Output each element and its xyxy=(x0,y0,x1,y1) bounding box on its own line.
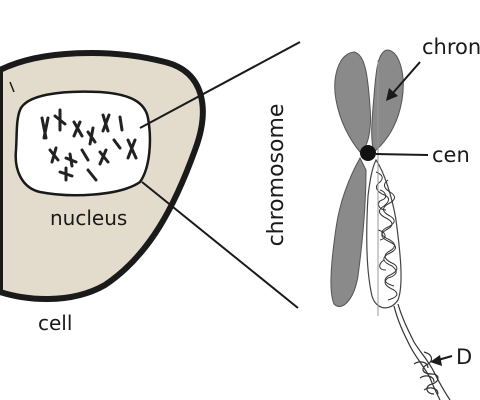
chromatid-left-lower xyxy=(330,156,367,307)
chromatid-right-lower-dna xyxy=(366,158,402,309)
zoom-line-bottom xyxy=(141,181,299,309)
dna-coils xyxy=(375,171,398,301)
centromere-label: cen xyxy=(432,143,470,167)
centromere xyxy=(360,145,376,161)
nucleus-chromosomes xyxy=(40,108,138,182)
nucleus-label: nucleus xyxy=(50,206,127,230)
chromosome-label: chromosome xyxy=(264,104,289,247)
chromatid-arrow-head xyxy=(386,88,398,101)
chromosome xyxy=(330,49,404,316)
cell-edge-tick xyxy=(9,81,15,93)
cell-label: cell xyxy=(38,311,72,335)
chromatid-label: chron xyxy=(422,35,480,59)
chromatid-right-upper xyxy=(371,49,404,153)
dna-strand xyxy=(393,303,451,400)
zoom-line-top xyxy=(139,41,301,129)
dna-label: D xyxy=(456,345,472,369)
centromere-pointer xyxy=(375,153,429,156)
chromatid-arrow-line xyxy=(391,61,421,95)
chromatid-left-upper xyxy=(334,51,371,153)
dna-arrow-head xyxy=(430,355,442,366)
